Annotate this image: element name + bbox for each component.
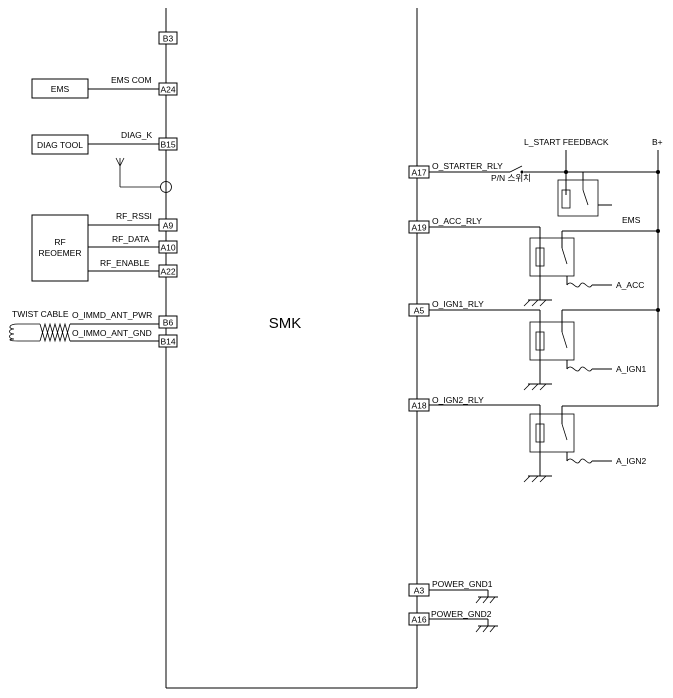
acc-relay: EMS A_ACC: [429, 215, 660, 307]
pin-A19: A19: [408, 220, 430, 234]
signal-power-gnd1: POWER_GND1: [432, 579, 493, 589]
diag-tool-label: DIAG TOOL: [37, 140, 83, 150]
pin-label: A10: [160, 243, 175, 253]
start-feedback-label: L_START FEEDBACK: [524, 137, 609, 147]
pin-B6: B6: [158, 315, 178, 329]
signal-ems-com: EMS COM: [111, 75, 152, 85]
signal-ign1-rly: O_IGN1_RLY: [432, 299, 484, 309]
rf-receiver-label-2: REOEMER: [39, 248, 82, 258]
ign1-relay: A_IGN1: [429, 308, 660, 391]
module-title: SMK: [269, 315, 302, 332]
signal-ign2-rly: O_IGN2_RLY: [432, 395, 484, 405]
signal-rf-data: RF_DATA: [112, 234, 150, 244]
signal-immo-ant-gnd: O_IMMO_ANT_GND: [72, 328, 152, 338]
pin-A9: A9: [158, 218, 178, 232]
ground-gnd2-icon: [429, 618, 498, 633]
pn-switch-label: P/N 스위치: [491, 173, 531, 183]
pin-B15: B15: [158, 137, 178, 151]
pin-label: B6: [163, 318, 174, 328]
pin-A24: A24: [158, 82, 178, 96]
pin-A10: A10: [158, 240, 178, 254]
battery-label: B+: [652, 137, 663, 147]
pin-A18: A18: [408, 398, 430, 412]
pin-label: A5: [414, 306, 425, 316]
ground-gnd1-icon: [429, 589, 498, 604]
pin-label: A3: [414, 586, 425, 596]
pin-label: A9: [163, 221, 174, 231]
signal-rf-enable: RF_ENABLE: [100, 258, 150, 268]
diag-tool-block: DIAG TOOL: [31, 134, 89, 155]
pin-A17: A17: [408, 165, 430, 179]
signal-starter-rly: O_STARTER_RLY: [432, 161, 503, 171]
pin-B3: B3: [158, 31, 178, 45]
signal-diag-k: DIAG_K: [121, 130, 153, 140]
pin-label: B3: [163, 34, 174, 44]
smk-module: SMK: [165, 8, 418, 689]
pin-label: B14: [160, 337, 175, 347]
acc-out-label: A_ACC: [616, 280, 644, 290]
ems-block: EMS: [31, 78, 89, 99]
pin-label: A19: [411, 223, 426, 233]
ign1-out-label: A_IGN1: [616, 364, 647, 374]
pin-label: A17: [411, 168, 426, 178]
twist-cable-label: TWIST CABLE: [12, 309, 69, 319]
immo-coil-icon: [9, 322, 71, 343]
pin-label: B15: [160, 140, 175, 150]
signal-power-gnd2: POWER_GND2: [431, 609, 492, 619]
ign2-out-label: A_IGN2: [616, 456, 647, 466]
rf-receiver-block: RF REOEMER: [31, 214, 89, 282]
antenna-icon: [115, 157, 172, 193]
starter-relay: L_START FEEDBACK P/N 스위치: [429, 137, 660, 217]
signal-acc-rly: O_ACC_RLY: [432, 216, 482, 226]
pin-A5: A5: [408, 303, 430, 317]
pin-B14: B14: [158, 334, 178, 348]
pin-A16: A16: [408, 612, 430, 626]
pin-label: A24: [160, 85, 175, 95]
rf-receiver-label-1: RF: [54, 237, 65, 247]
pin-label: A16: [411, 615, 426, 625]
pin-A22: A22: [158, 264, 178, 278]
pin-label: A22: [160, 267, 175, 277]
pin-label: A18: [411, 401, 426, 411]
pin-A3: A3: [408, 583, 430, 597]
ems-out-label: EMS: [622, 215, 641, 225]
signal-rf-rssi: RF_RSSI: [116, 211, 152, 221]
battery-bus: B+: [652, 137, 663, 406]
ems-block-label: EMS: [51, 84, 70, 94]
ign2-relay: A_IGN2: [429, 404, 658, 483]
signal-immd-ant-pwr: O_IMMD_ANT_PWR: [72, 310, 152, 320]
